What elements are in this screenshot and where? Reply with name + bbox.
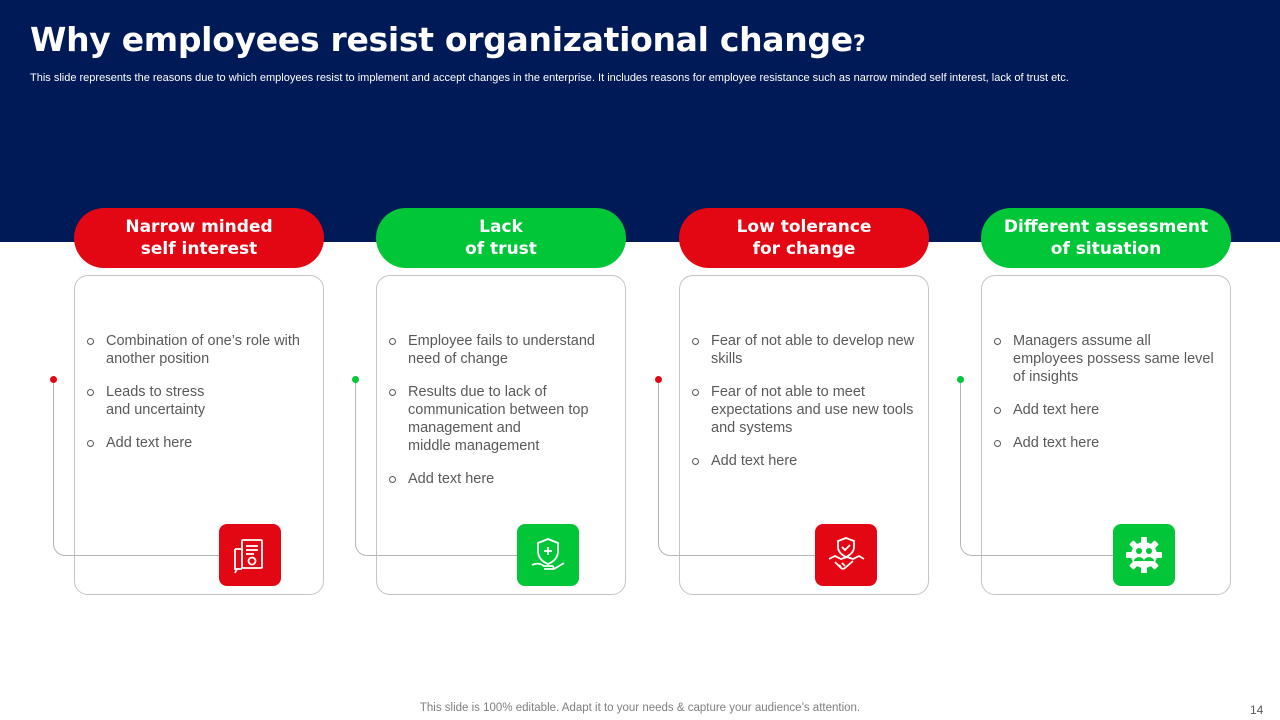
column-heading-pill: Different assessment of situation [981, 208, 1231, 268]
bullet-circle-icon [692, 458, 699, 465]
connector-dot [50, 376, 57, 383]
bullet-circle-icon [994, 407, 1001, 414]
bullet-circle-icon [994, 338, 1001, 345]
connector-dot [957, 376, 964, 383]
bullet-circle-icon [87, 338, 94, 345]
list-item: Fear of not able to develop new skills [692, 332, 918, 368]
reason-card: Fear of not able to develop new skills F… [679, 275, 929, 595]
bullet-circle-icon [87, 440, 94, 447]
connector-dot [655, 376, 662, 383]
reason-column-lack-of-trust: Lack of trust Employee fails to understa… [376, 208, 626, 596]
reason-column-different-assessment: Different assessment of situation Manage… [981, 208, 1231, 596]
list-item: Leads to stress and uncertainty [87, 383, 313, 419]
bullet-circle-icon [389, 389, 396, 396]
handshake-shield-icon [815, 524, 877, 586]
reason-column-low-tolerance: Low tolerance for change Fear of not abl… [679, 208, 929, 596]
gear-people-icon [1113, 524, 1175, 586]
bullet-list: Managers assume all employees possess sa… [994, 332, 1220, 467]
title-question-mark: ? [852, 32, 866, 57]
column-heading-pill: Lack of trust [376, 208, 626, 268]
reason-card: Managers assume all employees possess sa… [981, 275, 1231, 595]
reason-card: Employee fails to understand need of cha… [376, 275, 626, 595]
footer-note: This slide is 100% editable. Adapt it to… [419, 702, 861, 714]
connector-line [355, 380, 525, 556]
reason-card: Combination of one’s role with another p… [74, 275, 324, 595]
bullet-circle-icon [692, 389, 699, 396]
bullet-circle-icon [389, 338, 396, 345]
list-item: Add text here [994, 401, 1220, 419]
page-number: 14 [1250, 703, 1264, 717]
bullet-circle-icon [87, 389, 94, 396]
contract-document-icon [219, 524, 281, 586]
connector-line [53, 380, 223, 556]
list-item: Add text here [692, 452, 918, 470]
list-item: Add text here [389, 470, 615, 488]
bullet-circle-icon [994, 440, 1001, 447]
bullet-circle-icon [389, 476, 396, 483]
list-item: Combination of one’s role with another p… [87, 332, 313, 368]
bullet-list: Employee fails to understand need of cha… [389, 332, 615, 503]
bullet-circle-icon [692, 338, 699, 345]
slide-title: Why employees resist organizational chan… [30, 20, 866, 59]
connector-line [960, 380, 1130, 556]
list-item: Results due to lack of communication bet… [389, 383, 615, 455]
list-item: Employee fails to understand need of cha… [389, 332, 615, 368]
shield-hand-icon [517, 524, 579, 586]
reason-column-narrow-minded: Narrow minded self interest Combination … [74, 208, 324, 596]
bullet-list: Combination of one’s role with another p… [87, 332, 313, 467]
list-item: Add text here [994, 434, 1220, 452]
column-heading-pill: Narrow minded self interest [74, 208, 324, 268]
connector-line [658, 380, 828, 556]
connector-dot [352, 376, 359, 383]
list-item: Managers assume all employees possess sa… [994, 332, 1220, 386]
list-item: Add text here [87, 434, 313, 452]
column-heading-pill: Low tolerance for change [679, 208, 929, 268]
header-band [0, 0, 1280, 242]
slide-subtitle: This slide represents the reasons due to… [30, 72, 1069, 84]
